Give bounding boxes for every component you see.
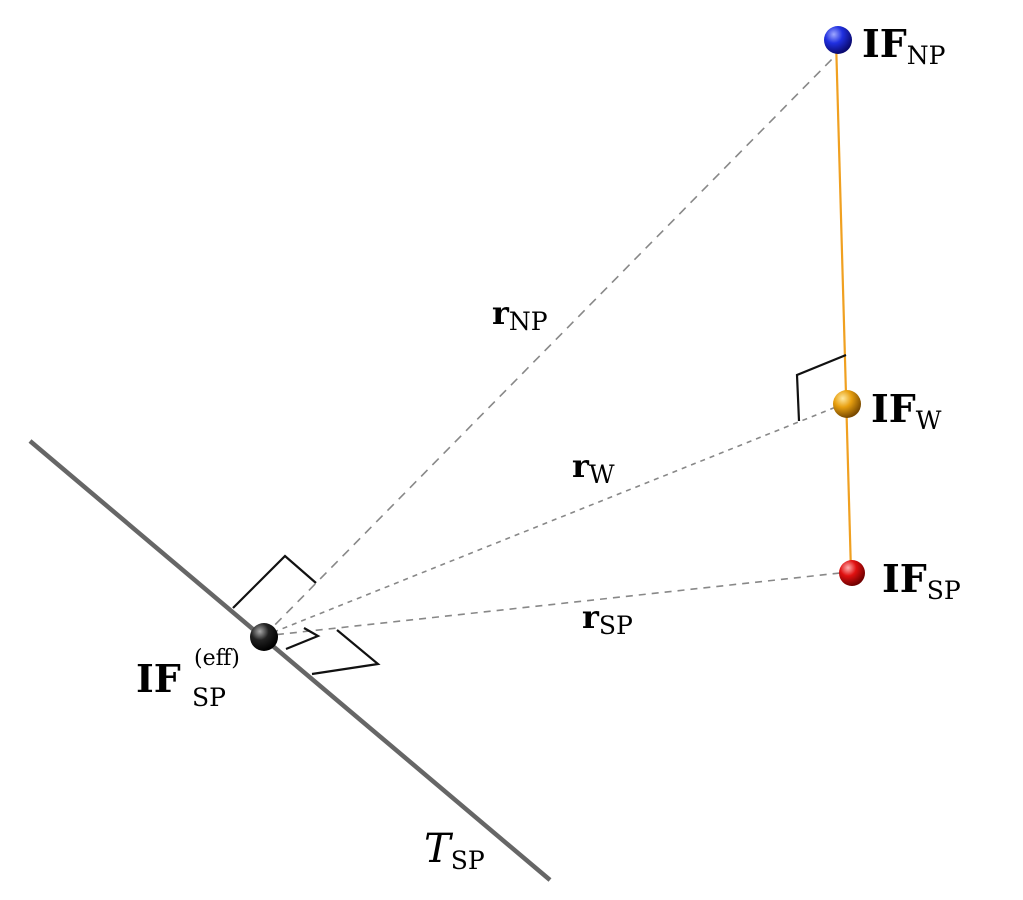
right-angle-marker-sp (311, 629, 381, 676)
right-angle-marker-np (232, 554, 317, 609)
r-sp-line (263, 572, 841, 637)
axis-line (834, 39, 853, 573)
label-tangent-plane: TSP (424, 826, 485, 875)
label-r-np: rNP (492, 294, 548, 336)
if-np-point (824, 26, 852, 54)
label-if-sp: IFSP (882, 556, 961, 605)
tangent-plane-line (28, 439, 552, 882)
label-r-w: rW (572, 447, 615, 489)
label-if-sp-eff-sup: (eff) (194, 646, 240, 671)
if-sp-point (839, 560, 865, 586)
if-w-point (833, 390, 861, 418)
label-r-sp: rSP (582, 598, 633, 640)
right-angle-marker-eff (285, 627, 321, 651)
r-w-line (263, 406, 837, 637)
right-angle-marker-w (795, 353, 847, 422)
label-if-sp-eff-sub: SP (192, 683, 226, 712)
label-if-sp-eff-main: IF (136, 656, 181, 701)
r-np-line (263, 54, 837, 637)
if-sp-eff-point (250, 623, 278, 651)
label-if-w: IFW (871, 386, 942, 435)
label-if-np: IFNP (862, 21, 945, 70)
